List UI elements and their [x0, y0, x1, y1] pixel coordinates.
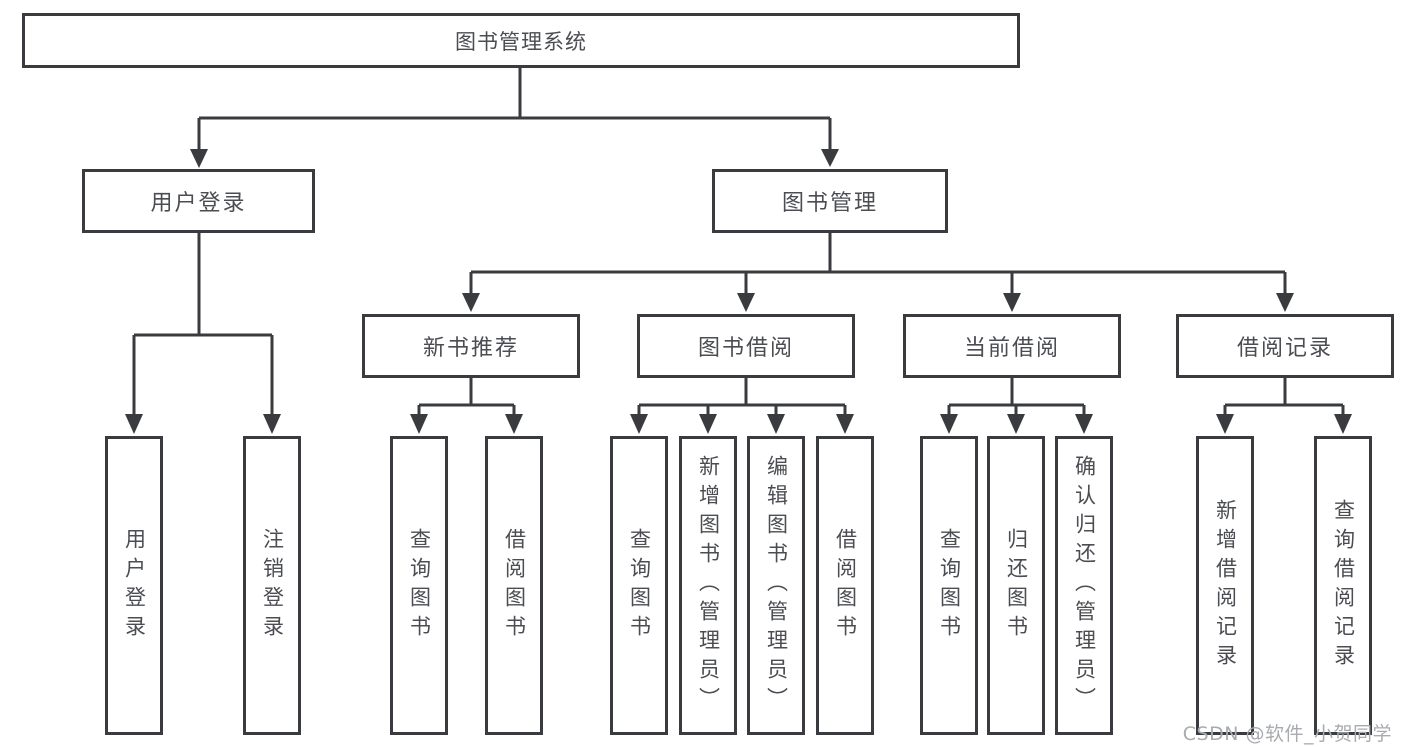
leaf-label: 用户登录: [122, 527, 147, 644]
leaf-label: 新增图书（管理员）: [696, 455, 721, 716]
leaf-borrow-books-recommend: 借阅图书: [485, 436, 543, 735]
leaf-edit-book-admin: 编辑图书（管理员）: [747, 436, 805, 735]
leaf-label: 注销登录: [260, 527, 285, 644]
node-label: 图书借阅: [697, 336, 794, 361]
node-current-borrowing: 当前借阅: [903, 314, 1121, 378]
node-borrow-records: 借阅记录: [1176, 314, 1394, 378]
leaf-label: 确认归还（管理员）: [1072, 455, 1097, 716]
leaf-label: 借阅图书: [502, 527, 527, 644]
node-label: 用户登录: [150, 191, 247, 216]
csdn-watermark: CSDN @软件_小贺同学: [1182, 723, 1392, 745]
leaf-query-books-recommend: 查询图书: [390, 436, 448, 735]
leaf-label: 查询图书: [407, 527, 432, 644]
node-book-borrowing: 图书借阅: [637, 314, 855, 378]
leaf-logout: 注销登录: [243, 436, 301, 735]
node-label: 借阅记录: [1236, 336, 1333, 361]
leaf-query-books-borrowing: 查询图书: [610, 436, 668, 735]
leaf-add-book-admin: 新增图书（管理员）: [679, 436, 737, 735]
leaf-label: 查询借阅记录: [1331, 498, 1356, 673]
leaf-user-login: 用户登录: [105, 436, 163, 735]
leaf-label: 编辑图书（管理员）: [764, 455, 789, 716]
leaf-confirm-return-admin: 确认归还（管理员）: [1055, 436, 1113, 735]
node-label: 图书管理: [781, 191, 878, 216]
node-book-management: 图书管理: [712, 169, 948, 233]
leaf-label: 查询图书: [627, 527, 652, 644]
leaf-add-borrow-record: 新增借阅记录: [1196, 436, 1254, 735]
leaf-label: 查询图书: [937, 527, 962, 644]
node-label: 新书推荐: [422, 336, 519, 361]
leaf-label: 归还图书: [1004, 527, 1029, 644]
node-label: 图书管理系统: [455, 29, 587, 54]
leaf-borrow-books: 借阅图书: [816, 436, 874, 735]
node-user-login: 用户登录: [82, 169, 315, 233]
node-library-system: 图书管理系统: [22, 13, 1020, 68]
node-label: 当前借阅: [963, 336, 1060, 361]
leaf-query-books-current: 查询图书: [920, 436, 978, 735]
leaf-label: 借阅图书: [833, 527, 858, 644]
node-new-book-recommend: 新书推荐: [362, 314, 580, 378]
leaf-query-borrow-record: 查询借阅记录: [1314, 436, 1372, 735]
leaf-return-book: 归还图书: [987, 436, 1045, 735]
leaf-label: 新增借阅记录: [1213, 498, 1238, 673]
